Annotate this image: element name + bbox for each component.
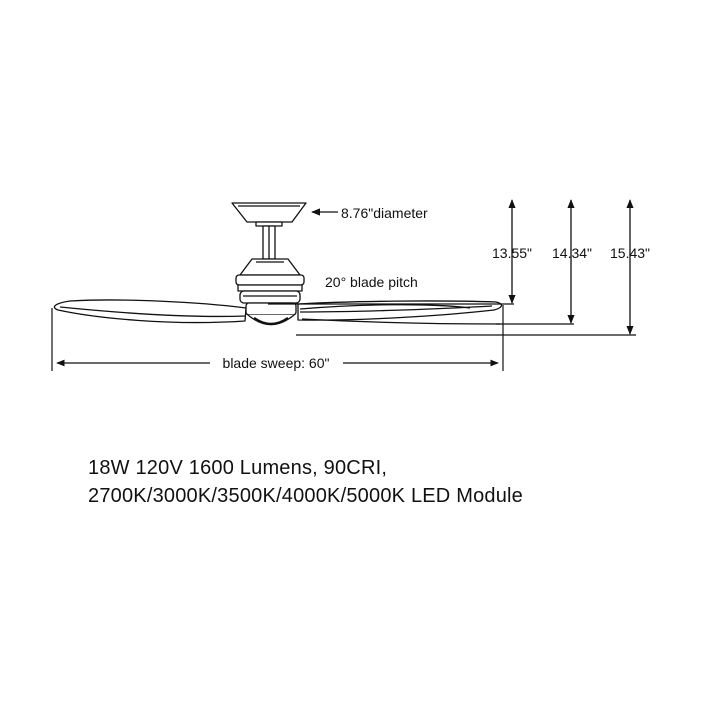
fan-blades — [53, 299, 503, 325]
blade-sweep-dimension — [51, 305, 504, 371]
spec-line-power: 18W 120V 1600 Lumens, 90CRI, — [88, 457, 388, 479]
ceiling-fan-outline — [53, 202, 503, 326]
downrod — [262, 225, 276, 260]
blade-sweep-label: blade sweep: 60" — [223, 355, 330, 371]
height-arrows — [508, 199, 634, 335]
spec-line-color-temperature: 2700K/3000K/3500K/4000K/5000K LED Module — [88, 485, 524, 507]
blade-pitch-label: 20° blade pitch — [325, 274, 418, 290]
height-label-1: 13.55" — [492, 245, 532, 261]
height-reference-lines — [268, 303, 636, 336]
height-label-2: 14.34" — [552, 245, 592, 261]
height-label-3: 15.43" — [610, 245, 650, 261]
light-kit — [245, 302, 297, 326]
canopy — [231, 202, 307, 227]
canopy-diameter-label: 8.76"diameter — [341, 205, 428, 221]
motor-housing — [235, 258, 305, 304]
